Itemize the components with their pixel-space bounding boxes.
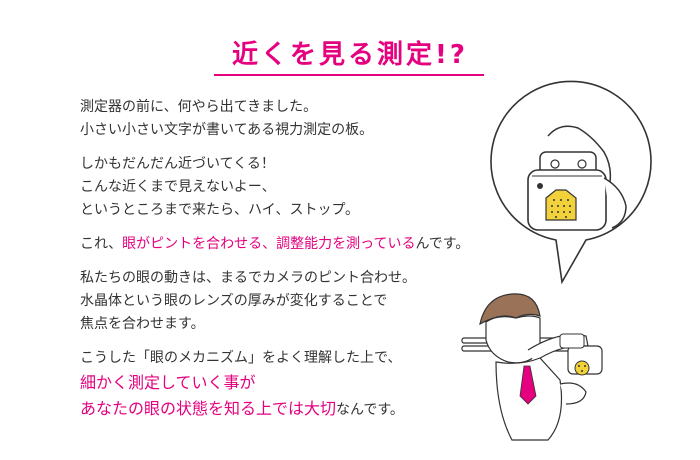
text-line: 細かく測定していく事が [80,370,500,396]
text-segment: こうした「眼のメカニズム」をよく理解した上で、 [80,350,402,366]
highlight-text: 眼がピントを合わせる、調整能力を測っている [122,236,416,252]
highlight-text: あなたの眼の状態を知る上では大切 [80,399,337,418]
text-line: 小さい小さい文字が書いてある視力測定の板。 [80,119,500,142]
text-segment: 私たちの眼の動きは、まるでカメラのピント合わせ。 [80,270,416,286]
body-paragraph: 測定器の前に、何やら出てきました。小さい小さい文字が書いてある視力測定の板。 [80,96,500,142]
text-segment: しかもだんだん近づいてくる！ [80,156,275,172]
examiner-person-icon [461,293,603,441]
text-segment: 測定器の前に、何やら出てきました。 [80,99,318,115]
body-paragraph: こうした「眼のメカニズム」をよく理解した上で、細かく測定していく事があなたの眼の… [80,347,500,422]
page-title: 近くを見る測定!? [232,40,468,70]
body-paragraph: 私たちの眼の動きは、まるでカメラのピント合わせ。水晶体という眼のレンズの厚みが変… [80,267,500,336]
text-line: というところまで来たら、ハイ、ストップ。 [80,199,500,222]
text-line: こうした「眼のメカニズム」をよく理解した上で、 [80,347,500,370]
text-line: あなたの眼の状態を知る上では大切なんです。 [80,396,500,422]
text-line: 私たちの眼の動きは、まるでカメラのピント合わせ。 [80,267,500,290]
title-underline [214,74,484,76]
text-segment: 水晶体という眼のレンズの厚みが変化することで [80,293,388,309]
body-paragraph: しかもだんだん近づいてくる！ こんな近くまで見えないよー、というところまで来たら、… [80,153,500,222]
text-line: 水晶体という眼のレンズの厚みが変化することで [80,290,500,313]
text-line: しかもだんだん近づいてくる！ [80,153,500,176]
body-paragraph: これ、眼がピントを合わせる、調整能力を測っているんです。 [80,233,500,256]
text-segment: というところまで来たら、ハイ、ストップ。 [80,202,360,218]
highlight-text: 細かく測定していく事が [80,373,256,392]
text-segment: 焦点を合わせます。 [80,316,205,332]
text-segment: こんな近くまで見えないよー、 [80,179,276,195]
text-segment: なんです。 [336,402,404,418]
text-line: こんな近くまで見えないよー、 [80,176,500,199]
text-segment: 小さい小さい文字が書いてある視力測定の板。 [80,122,374,138]
text-segment: これ、 [80,236,123,252]
body-text: 測定器の前に、何やら出てきました。小さい小さい文字が書いてある視力測定の板。しか… [80,96,500,433]
text-segment: んです。 [415,236,470,252]
eye-chart-card-icon [527,125,627,231]
text-line: 焦点を合わせます。 [80,313,500,336]
text-line: これ、眼がピントを合わせる、調整能力を測っているんです。 [80,233,500,256]
text-line: 測定器の前に、何やら出てきました。 [80,96,500,119]
